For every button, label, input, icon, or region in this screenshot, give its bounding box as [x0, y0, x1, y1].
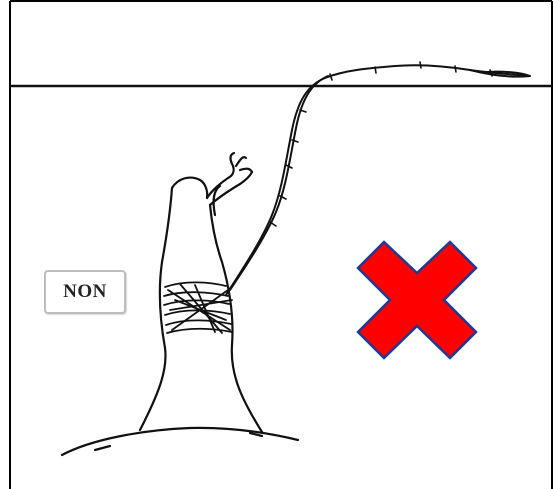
non-label-text: NON [63, 281, 107, 303]
ground-mound [62, 428, 298, 455]
rope-wrap [164, 282, 232, 333]
cross-mark-icon [358, 242, 476, 358]
non-label: NON [44, 270, 126, 314]
cross-mark-shape [358, 242, 476, 358]
